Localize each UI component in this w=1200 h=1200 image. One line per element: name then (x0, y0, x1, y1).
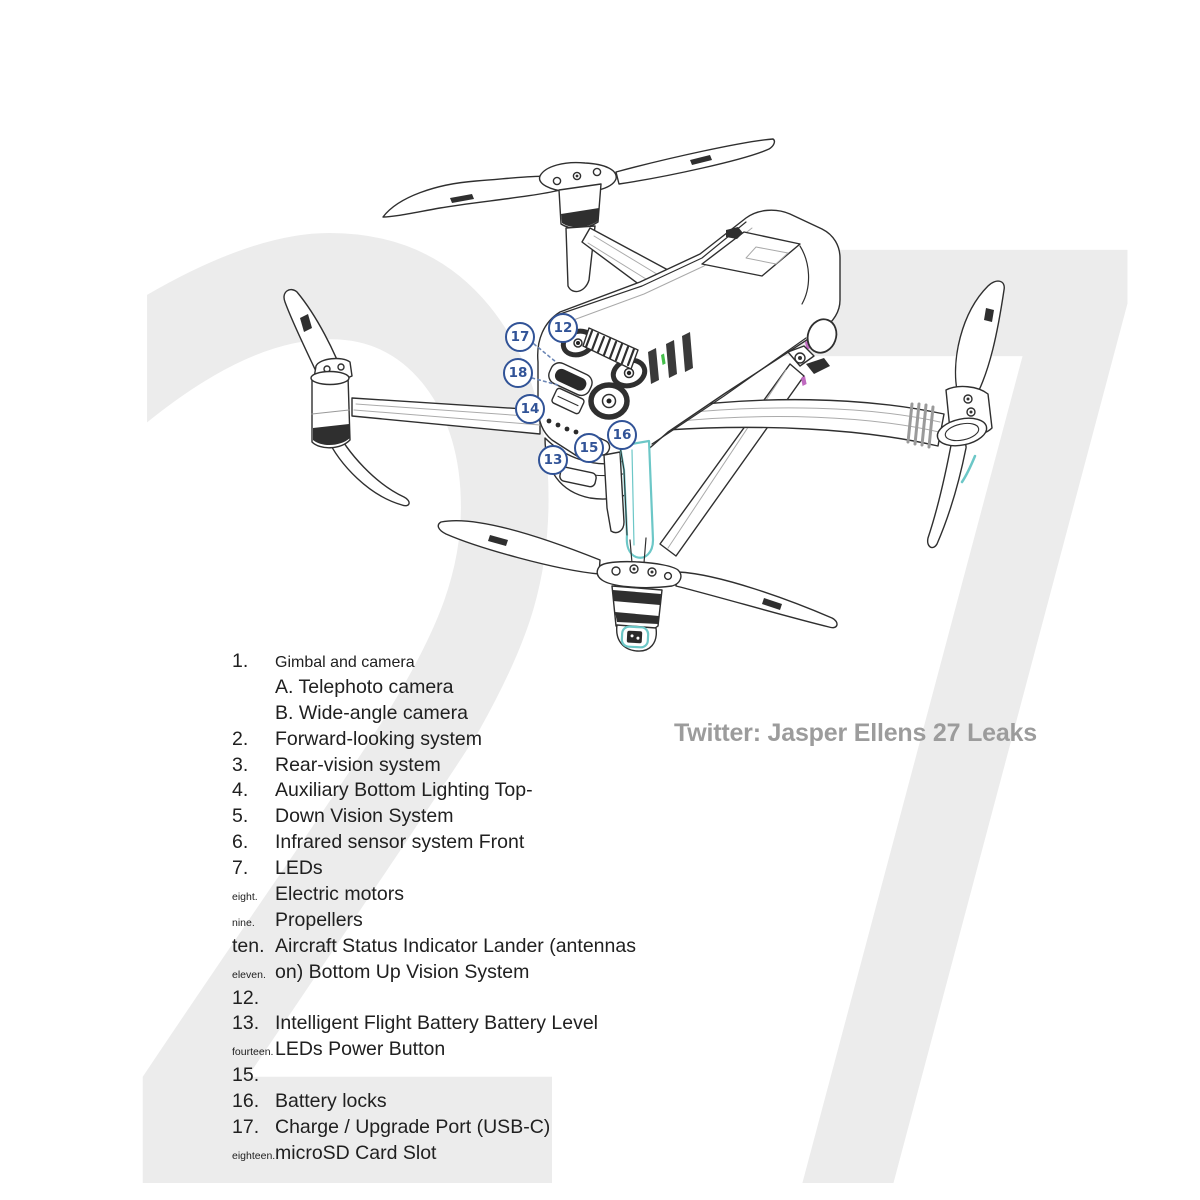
list-text: LEDs Power Button (275, 1038, 446, 1061)
landing-gear-teal (618, 439, 655, 559)
rear-face-sensors (548, 327, 648, 420)
callout-12: 12 (548, 313, 578, 343)
battery-slot (559, 466, 597, 488)
list-text: on) Bottom Up Vision System (275, 960, 530, 983)
list-num: 16. (232, 1090, 260, 1113)
list-num: 7. (232, 857, 249, 880)
callout-18: 18 (503, 358, 533, 388)
list-text: Charge / Upgrade Port (USB-C) (275, 1116, 551, 1139)
list-num: 15. (232, 1064, 260, 1087)
list-row: 7. LEDs (232, 857, 636, 883)
list-text: Rear-vision system (275, 753, 441, 776)
callout-17: 17 (505, 322, 535, 352)
rear-left-arm (351, 397, 541, 435)
side-vent (682, 332, 693, 372)
status-led-green (661, 353, 666, 365)
list-text: Electric motors (275, 883, 404, 906)
list-num: 13. (232, 1012, 260, 1035)
left-propeller (283, 288, 541, 507)
list-row: 6. Infrared sensor system Front (232, 831, 636, 857)
list-num: 17. (232, 1116, 260, 1139)
blade-marking (690, 155, 712, 165)
blade-marking (450, 194, 474, 203)
list-row: 4. Auxiliary Bottom Lighting Top- (232, 779, 636, 805)
list-text: Auxiliary Bottom Lighting Top- (275, 779, 533, 802)
usb-c-microsd-port (548, 362, 593, 397)
top-panel (701, 231, 801, 277)
list-text: Infrared sensor system Front (275, 831, 525, 854)
list-row: 17. Charge / Upgrade Port (USB-C) (232, 1116, 636, 1142)
list-row: eighteen. microSD Card Slot (232, 1142, 636, 1168)
list-row: 5. Down Vision System (232, 805, 636, 831)
callout-16: 16 (607, 420, 637, 450)
list-num: 2. (232, 727, 249, 750)
list-text: A. Telephoto camera (275, 675, 454, 698)
list-num: eight. (232, 891, 258, 904)
callout-13: 13 (538, 445, 568, 475)
list-row: ten. Aircraft Status Indicator Lander (a… (232, 935, 636, 961)
list-text: Aircraft Status Indicator Lander (antenn… (275, 934, 636, 957)
list-row: 3. Rear-vision system (232, 754, 636, 780)
list-text: Down Vision System (275, 805, 454, 828)
list-row: 13. Intelligent Flight Battery Battery L… (232, 1012, 636, 1038)
leader-lines (531, 343, 559, 386)
list-text: Forward-looking system (275, 727, 482, 750)
rear-leg-highlight (603, 439, 655, 564)
list-row: 12. (232, 987, 636, 1013)
list-row: 15. (232, 1064, 636, 1090)
list-row: 2. Forward-looking system (232, 728, 636, 754)
right-propeller (665, 280, 1005, 549)
side-vent (648, 348, 659, 384)
list-num: eighteen. (232, 1149, 276, 1162)
list-row: nine. Propellers (232, 909, 636, 935)
list-row: B. Wide-angle camera (232, 702, 636, 728)
list-row: A. Telephoto camera (232, 676, 636, 702)
top-hinge (726, 227, 743, 239)
list-text: Propellers (275, 908, 363, 931)
list-row: 1. Gimbal and camera (232, 650, 636, 676)
list-num: 6. (232, 831, 249, 854)
list-text: LEDs (275, 857, 323, 880)
list-num: 1. (232, 650, 249, 672)
list-num: 12. (232, 986, 260, 1009)
list-text: microSD Card Slot (275, 1141, 437, 1164)
battery-level-led (546, 418, 552, 424)
bottom-propeller (437, 520, 838, 652)
list-num: 3. (232, 753, 249, 776)
list-row: fourteen. LEDs Power Button (232, 1038, 636, 1064)
list-num: nine. (232, 916, 255, 929)
battery-level-led (555, 422, 561, 428)
list-text: Battery locks (275, 1090, 387, 1113)
drone-illustration (283, 138, 1005, 652)
top-propeller (382, 138, 776, 295)
list-num: fourteen. (232, 1046, 274, 1059)
list-row: eleven. on) Bottom Up Vision System (232, 961, 636, 987)
parts-list: 1. Gimbal and camera A. Telephoto camera… (232, 650, 636, 1168)
battery-level-led (564, 426, 570, 432)
callout-14: 14 (515, 394, 545, 424)
side-vent (666, 340, 677, 378)
callout-15: 15 (574, 433, 604, 463)
list-row: 16. Battery locks (232, 1090, 636, 1116)
battery-level-led (573, 429, 579, 435)
folded-front-motor (806, 318, 838, 354)
down-vision-window-teal (620, 625, 650, 649)
list-text: B. Wide-angle camera (275, 701, 468, 724)
list-num: eleven. (232, 968, 266, 981)
marker-magenta (801, 376, 807, 386)
list-num: 5. (232, 805, 249, 828)
credit-text: Twitter: Jasper Ellens 27 Leaks (674, 719, 1037, 747)
list-row: eight. Electric motors (232, 883, 636, 909)
list-text: Gimbal and camera (275, 654, 415, 671)
teal-highlight (960, 454, 977, 484)
list-num: 4. (232, 779, 249, 802)
list-text: Intelligent Flight Battery Battery Level (275, 1012, 598, 1035)
list-num: ten. (232, 934, 265, 957)
